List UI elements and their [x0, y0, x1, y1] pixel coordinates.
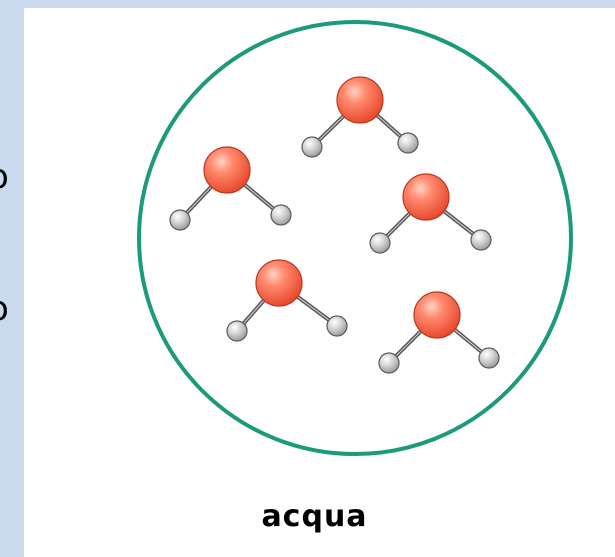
- hydrogen-atom: [301, 136, 323, 158]
- oxygen-atom: [413, 291, 461, 339]
- hydrogen-atom: [470, 229, 492, 251]
- oxygen-atom: [255, 259, 303, 307]
- clipped-text-fragment: o: [0, 160, 24, 194]
- hydrogen-atom: [378, 352, 400, 374]
- water-molecule-1: [301, 76, 419, 158]
- content-panel: [24, 8, 615, 557]
- hydrogen-atom: [226, 320, 248, 342]
- water-molecule-5: [378, 291, 500, 374]
- hydrogen-atom: [369, 232, 391, 254]
- oxygen-atom: [203, 146, 251, 194]
- container-circle: [137, 20, 573, 456]
- hydrogen-atom: [478, 347, 500, 369]
- water-molecule-2: [169, 146, 292, 231]
- caption-text: acqua: [261, 499, 368, 534]
- diagram-caption: acqua: [0, 502, 615, 532]
- hydrogen-atom: [169, 209, 191, 231]
- hydrogen-atom: [326, 315, 348, 337]
- hydrogen-atom: [397, 132, 419, 154]
- oxygen-atom: [336, 76, 384, 124]
- oxygen-atom: [402, 173, 450, 221]
- water-molecule-4: [226, 259, 348, 342]
- water-molecule-3: [369, 173, 492, 254]
- hydrogen-atom: [270, 204, 292, 226]
- clipped-text-fragment: o: [0, 292, 24, 326]
